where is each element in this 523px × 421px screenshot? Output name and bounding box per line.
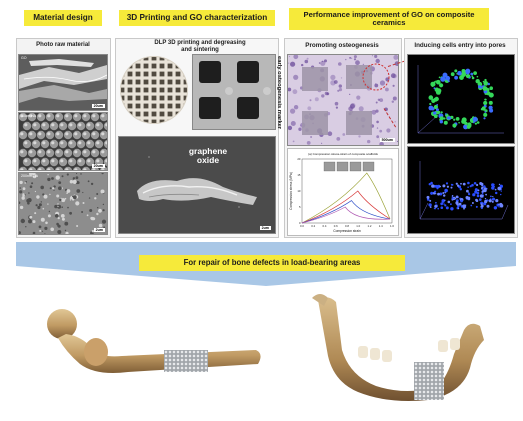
femur-illustration [36,306,268,396]
ha-10um-sem-image: 10um HA 20um [18,112,108,171]
mandible-illustration [298,290,498,404]
early-osteogenesis-marker-label: early osteogenesis marker [276,56,282,130]
inset-photo [349,161,362,172]
y-axis-label: Compression stress (MPa) [289,172,293,210]
header-performance: Performance improvement of GO on composi… [289,8,489,30]
raw-material-title: Photo raw material [36,42,90,48]
inset-photo [323,161,336,172]
x-tick-label: 0.6 [334,224,338,228]
y-tick-label: 20 [297,157,301,161]
go-scale-bar: 20um [91,104,105,108]
printed-scaffold-image [118,54,190,126]
cells-green-3d-image [407,54,515,144]
chart-curve [301,190,391,224]
header-material-design: Material design [24,10,102,26]
dlp-title: DLP 3D printing and degreasing and sinte… [154,40,246,53]
inset-photo [362,161,375,172]
y-tick-label: 5 [299,205,301,209]
x-tick-label: 1.6 [390,224,394,228]
ha-10um-scale-bar: 20um [91,164,105,168]
y-tick-label: 10 [297,189,301,193]
chart-curve [301,206,391,224]
chart-plot-area [301,158,393,224]
x-axis-label: Compression strain [333,229,361,233]
ha-10um-tag: 10um HA [21,114,36,118]
osteo-scale-bar: 500um [379,138,395,142]
go-tag: GO [21,56,27,60]
osteogenesis-title: Promoting osteogenesis [305,42,379,49]
header-3d-printing: 3D Printing and GO characterization [119,10,275,26]
inset-photo [336,161,349,172]
chart-curve [301,200,391,224]
chart-curve [301,172,391,224]
x-tick-label: 1.0 [356,224,360,228]
x-tick-label: 0.8 [345,224,349,228]
compression-chart: (a) Compression stress-strain of composi… [287,148,399,236]
ha-200nm-tag: 200nm HA [21,174,38,178]
ha-200nm-sem-image: 200nm HA 2um [18,172,108,235]
banner-label: For repair of bone defects in load-beari… [139,255,405,271]
cells-blue-3d-image [407,146,515,234]
chart-title: (a) Compression stress-strain of composi… [308,152,378,156]
graphene-oxide-label: graphene oxide [188,146,228,166]
y-tick-label: 0 [299,221,301,225]
x-tick-label: 0.4 [323,224,327,228]
graphene-oxide-sem-image: graphene oxide 2um [118,136,276,234]
graphene-scale-bar: 2um [259,226,271,230]
x-tick-label: 0.0 [300,224,304,228]
x-tick-label: 1.2 [368,224,372,228]
go-sem-image: GO 20um [18,54,108,111]
ha-200nm-scale-bar: 2um [93,228,105,232]
x-tick-label: 0.2 [311,224,315,228]
y-tick-label: 15 [297,173,301,177]
x-tick-label: 1.4 [379,224,383,228]
sintered-sem-image [192,54,276,130]
cells-title: Inducing cells entry into pores [414,42,506,49]
osteogenesis-stain-image: 500um [287,54,399,146]
